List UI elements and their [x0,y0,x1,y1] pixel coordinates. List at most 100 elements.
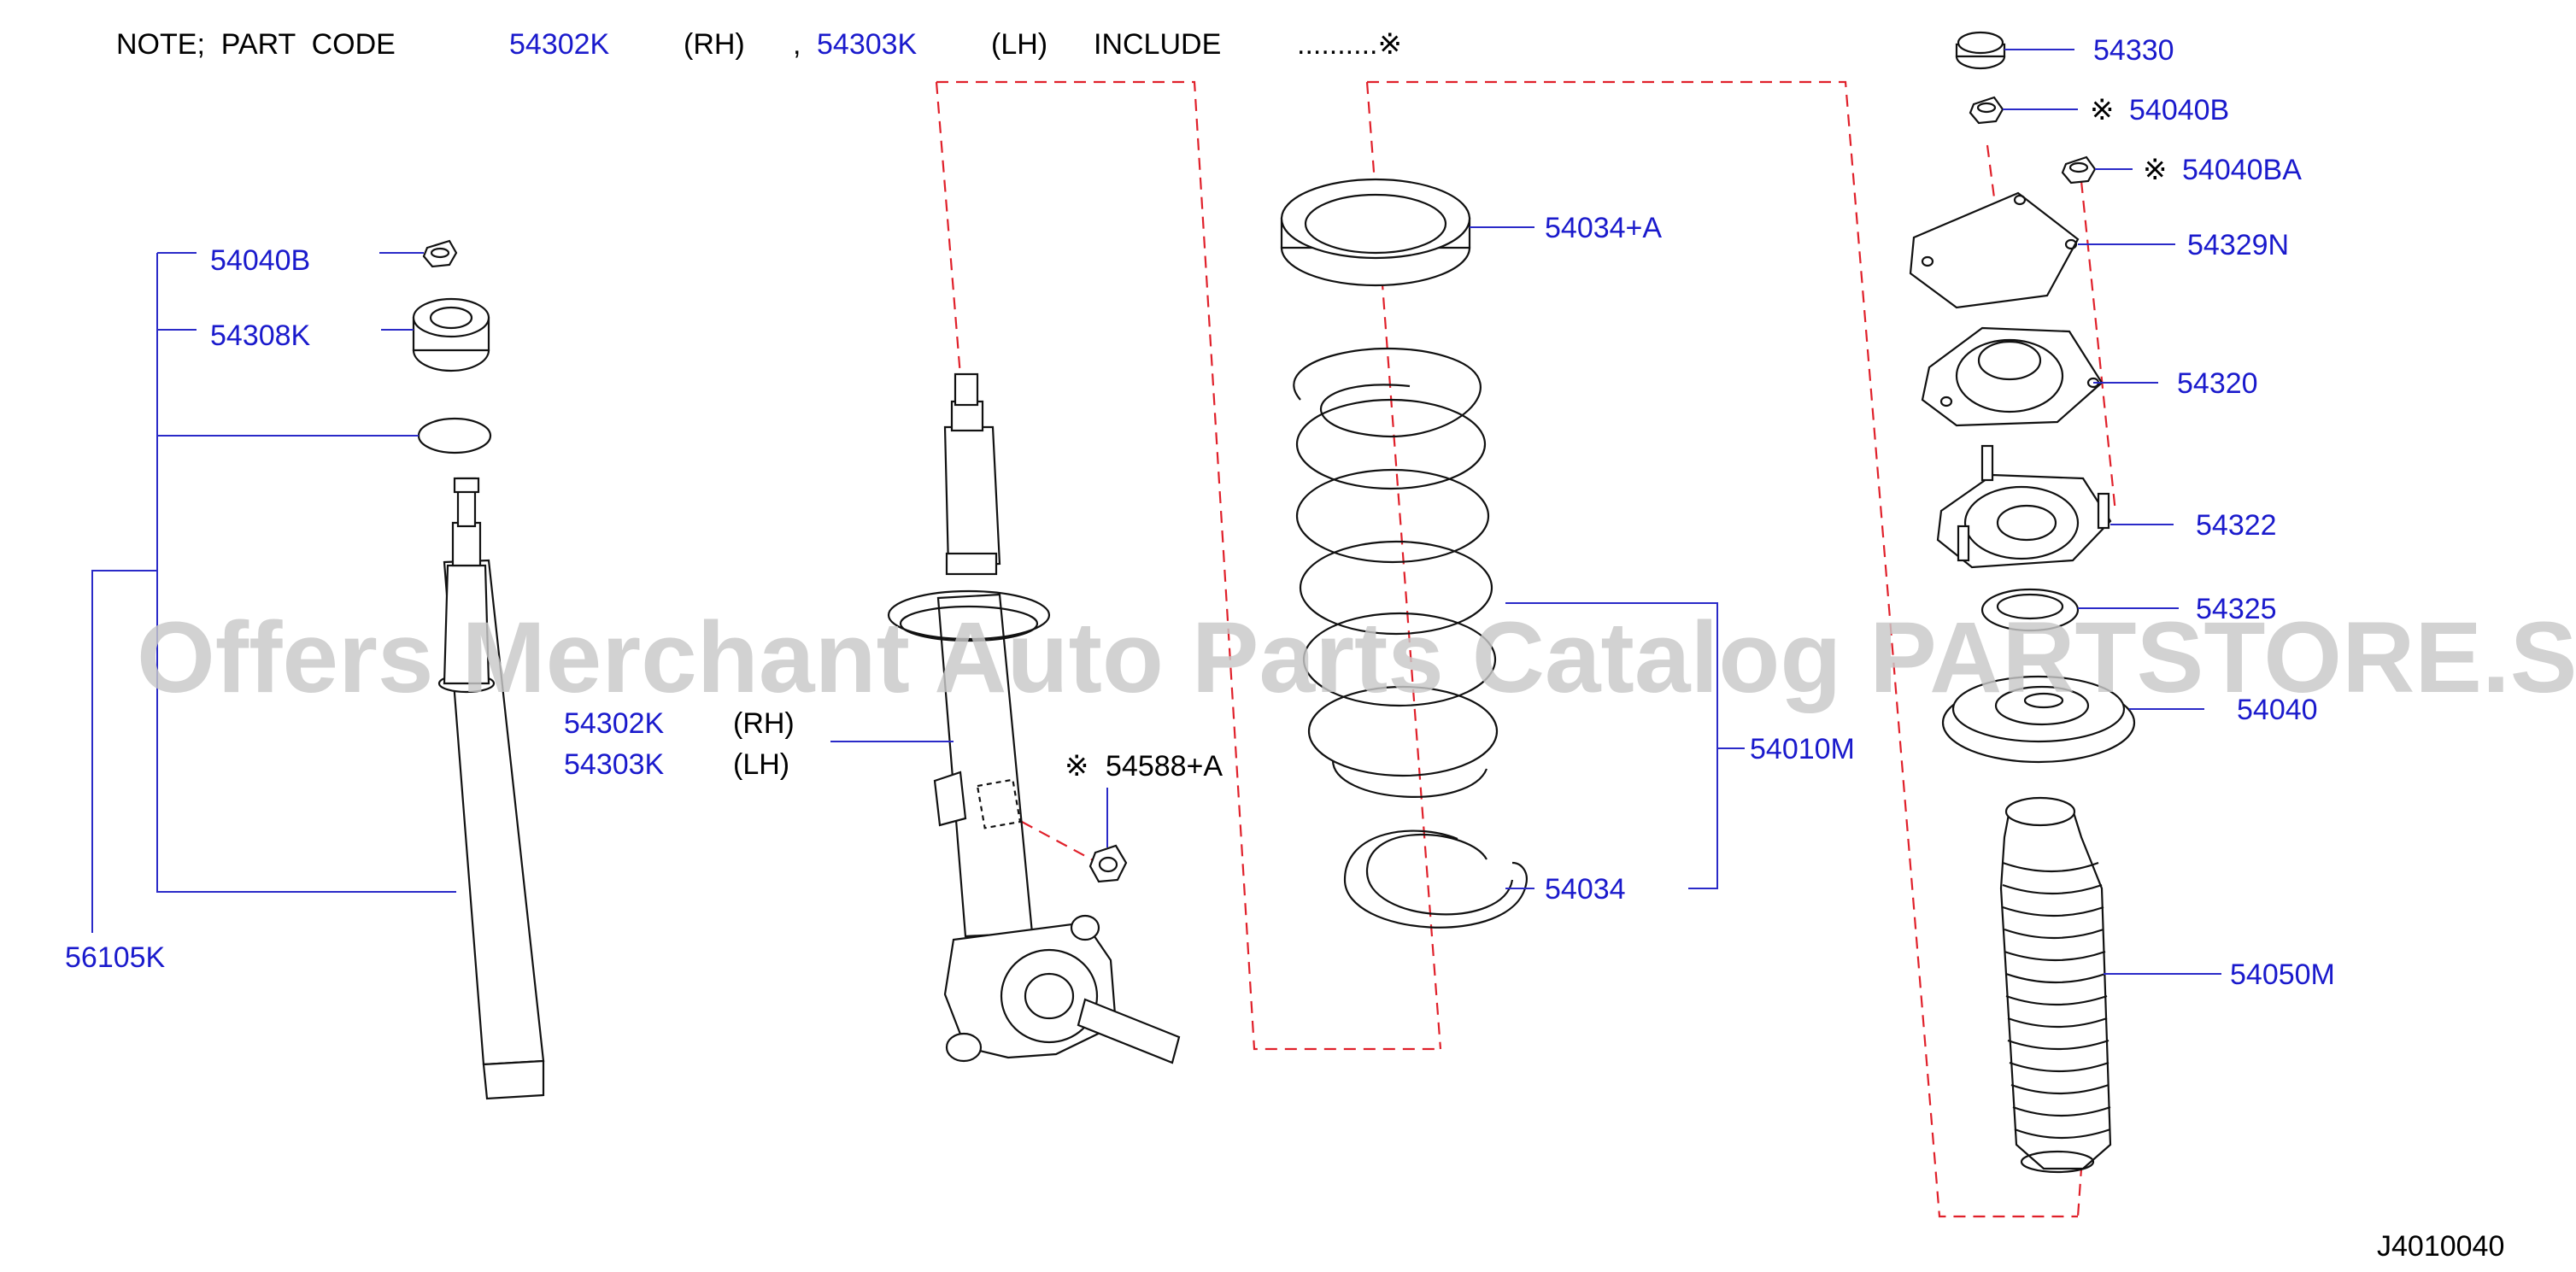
label-54329N[interactable]: 54329N [2187,229,2289,261]
label-54588A[interactable]: 54588+A [1106,750,1223,783]
dash-strut-top [935,81,962,377]
knuckle-spindle [1077,998,1181,1064]
label-54040B-left[interactable]: 54040B [210,244,310,277]
strut-rod-base [950,400,984,432]
knuckle-ear-left [945,1032,983,1063]
coil-turn-4 [1302,612,1497,707]
washer-plain[interactable] [417,417,492,454]
bump-stop-54308K[interactable] [412,297,490,372]
boot-top [2004,796,2076,827]
note-line: NOTE; PART CODE 54302K (RH) , 54303K (LH… [116,28,1402,61]
dash-nut-ba [2080,180,2117,513]
label-54034[interactable]: 54034 [1545,873,1626,906]
label-54308K[interactable]: 54308K [210,319,311,352]
stud-3 [2097,492,2110,530]
coil-turn-2 [1295,468,1490,564]
note-code-rh[interactable]: 54302K [509,28,610,61]
label-54050M[interactable]: 54050M [2230,958,2335,991]
nut-54588A-hole [1098,856,1118,873]
shock-rod-base [451,521,482,567]
left-bracket-leaders [91,252,456,933]
label-54325[interactable]: 54325 [2196,593,2277,625]
mount-54320[interactable] [1921,326,2104,427]
coil-spring-54010M[interactable] [1293,347,1499,798]
insulator-54322[interactable] [1936,444,2112,569]
label-54330[interactable]: 54330 [2093,34,2174,67]
plate-outline [1909,191,2080,309]
strut-collar [945,552,998,576]
stud-2 [1957,525,1970,562]
nut-54040B-left[interactable] [422,239,458,268]
note-prefix: NOTE; PART CODE [116,28,396,61]
cap-54330[interactable] [1955,31,2006,70]
right-leaders [2003,49,2221,975]
strut-mount-pad [976,778,1022,829]
note-code-lh[interactable]: 54303K [817,28,918,61]
label-54010M[interactable]: 54010M [1750,733,1855,765]
marker-54040B: ※ [2090,94,2115,126]
bearing-54325[interactable] [1980,588,2080,632]
watermark: Offers Merchant Auto Parts Catalog PARTS… [137,601,2576,714]
note-dots: ..........※ [1297,28,1402,61]
coil-turn-3 [1299,540,1493,636]
seat-inner [1304,193,1447,255]
boot-ribs [2002,861,2111,1140]
coil-turn-1 [1295,398,1487,490]
dash-coil-right [1367,80,2078,1218]
label-54320[interactable]: 54320 [2177,367,2258,400]
label-54302K[interactable]: 54302K [564,707,665,740]
strut-assembly-54302K[interactable] [887,372,1181,1064]
knuckle-ear-right [1070,914,1100,941]
knuckle-hub-inner [1024,972,1075,1020]
nut-54040BA[interactable] [2061,155,2097,185]
bracket-56105K [91,570,157,933]
note-lh: (LH) [991,28,1047,61]
seat-ring-outer [1343,829,1528,929]
label-54303K[interactable]: 54303K [564,748,665,781]
plate-54329N[interactable] [1909,191,2080,309]
coil-turn-5 [1307,685,1499,777]
seat-ring-lower [1365,833,1514,916]
nut-54040B-shape [422,239,458,268]
label-56105K[interactable]: 56105K [65,941,166,974]
spring-seat-54034[interactable] [1343,829,1528,929]
label-54040[interactable]: 54040 [2237,694,2318,726]
bump-stop-hole [429,306,473,330]
insulator-hole [1996,504,2057,542]
stud-1 [1980,444,1994,482]
shock-upper-body [443,564,490,685]
shock-rod-tip [453,477,480,494]
nut-54588A-shape [1088,844,1128,883]
dash-boot-bottom [2076,1144,2085,1217]
dash-coil-left [936,80,1441,1051]
boot-54050M[interactable] [1999,796,2112,1174]
label-54302K-side: (RH) [733,707,795,740]
shock-bottom-cap [482,1059,545,1100]
note-comma: , [793,28,801,61]
marker-54040BA: ※ [2143,154,2168,186]
diagram-code: J4010040 [2377,1230,2504,1263]
label-54303K-side: (LH) [733,748,789,781]
label-54040BA[interactable]: 54040BA [2182,154,2302,186]
label-54322[interactable]: 54322 [2196,509,2277,542]
strut-leaders [830,741,1108,847]
nut-54588A[interactable] [1088,844,1128,883]
coil-bottom-turn [1331,759,1488,798]
boot-bottom [2020,1150,2095,1174]
label-54040B-right[interactable]: 54040B [2129,94,2229,126]
coil-top-turn [1293,347,1482,438]
strut-bracket [933,771,967,827]
strut-upper [943,425,1001,569]
note-include: INCLUDE [1094,28,1221,61]
note-rh: (RH) [684,28,745,61]
strut-rod [954,372,979,407]
insulator-54040[interactable] [1941,675,2136,764]
shock-absorber-56105K[interactable] [437,477,545,1100]
label-54034A[interactable]: 54034+A [1545,212,1662,244]
nut-54040B-hole [430,247,450,259]
nut-54040B-right[interactable] [1969,96,2004,125]
spring-seat-54034A[interactable] [1280,178,1471,287]
bracket-main [156,253,456,893]
